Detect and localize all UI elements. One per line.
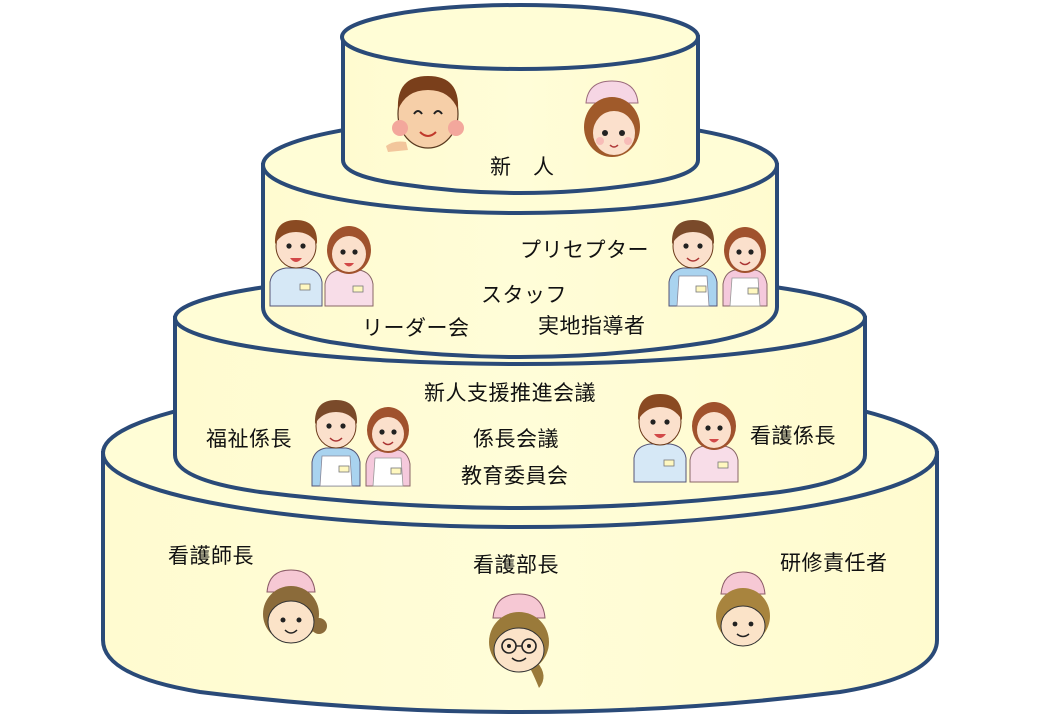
label-preceptor: プリセプター: [520, 238, 649, 262]
label-newcomer: 新 人: [490, 155, 555, 179]
staff-female-nurse-icon: [689, 402, 739, 483]
label-head-nurse: 看護師長: [168, 544, 254, 568]
training-manager-icon: [716, 571, 770, 647]
staff-male-nurse-icon: [633, 394, 687, 483]
label-chief-meeting: 係長会議: [473, 427, 559, 451]
head-nurse-icon: [263, 569, 327, 644]
caregiver-male-icon: [311, 400, 361, 487]
label-staff: スタッフ: [481, 283, 567, 307]
label-welfare-chief: 福祉係長: [206, 427, 292, 451]
label-training-manager: 研修責任者: [780, 551, 888, 575]
newcomer-male-icon: [386, 76, 464, 152]
nursing-director-icon: [489, 593, 549, 688]
caregiver-male-icon: [668, 220, 718, 307]
label-nursing-director: 看護部長: [473, 553, 559, 577]
label-newcomer-support-meeting: 新人支援推進会議: [424, 381, 596, 405]
label-nursing-chief: 看護係長: [750, 424, 836, 448]
label-education-committee: 教育委員会: [461, 464, 569, 488]
newcomer-female-nurse-icon: [584, 80, 640, 157]
caregiver-female-icon: [365, 407, 411, 487]
label-leader-meeting: リーダー会: [362, 316, 470, 340]
label-practical-instructor: 実地指導者: [538, 314, 646, 338]
staff-male-nurse-icon: [269, 220, 323, 307]
staff-female-nurse-icon: [324, 226, 374, 307]
caregiver-female-icon: [722, 227, 768, 307]
